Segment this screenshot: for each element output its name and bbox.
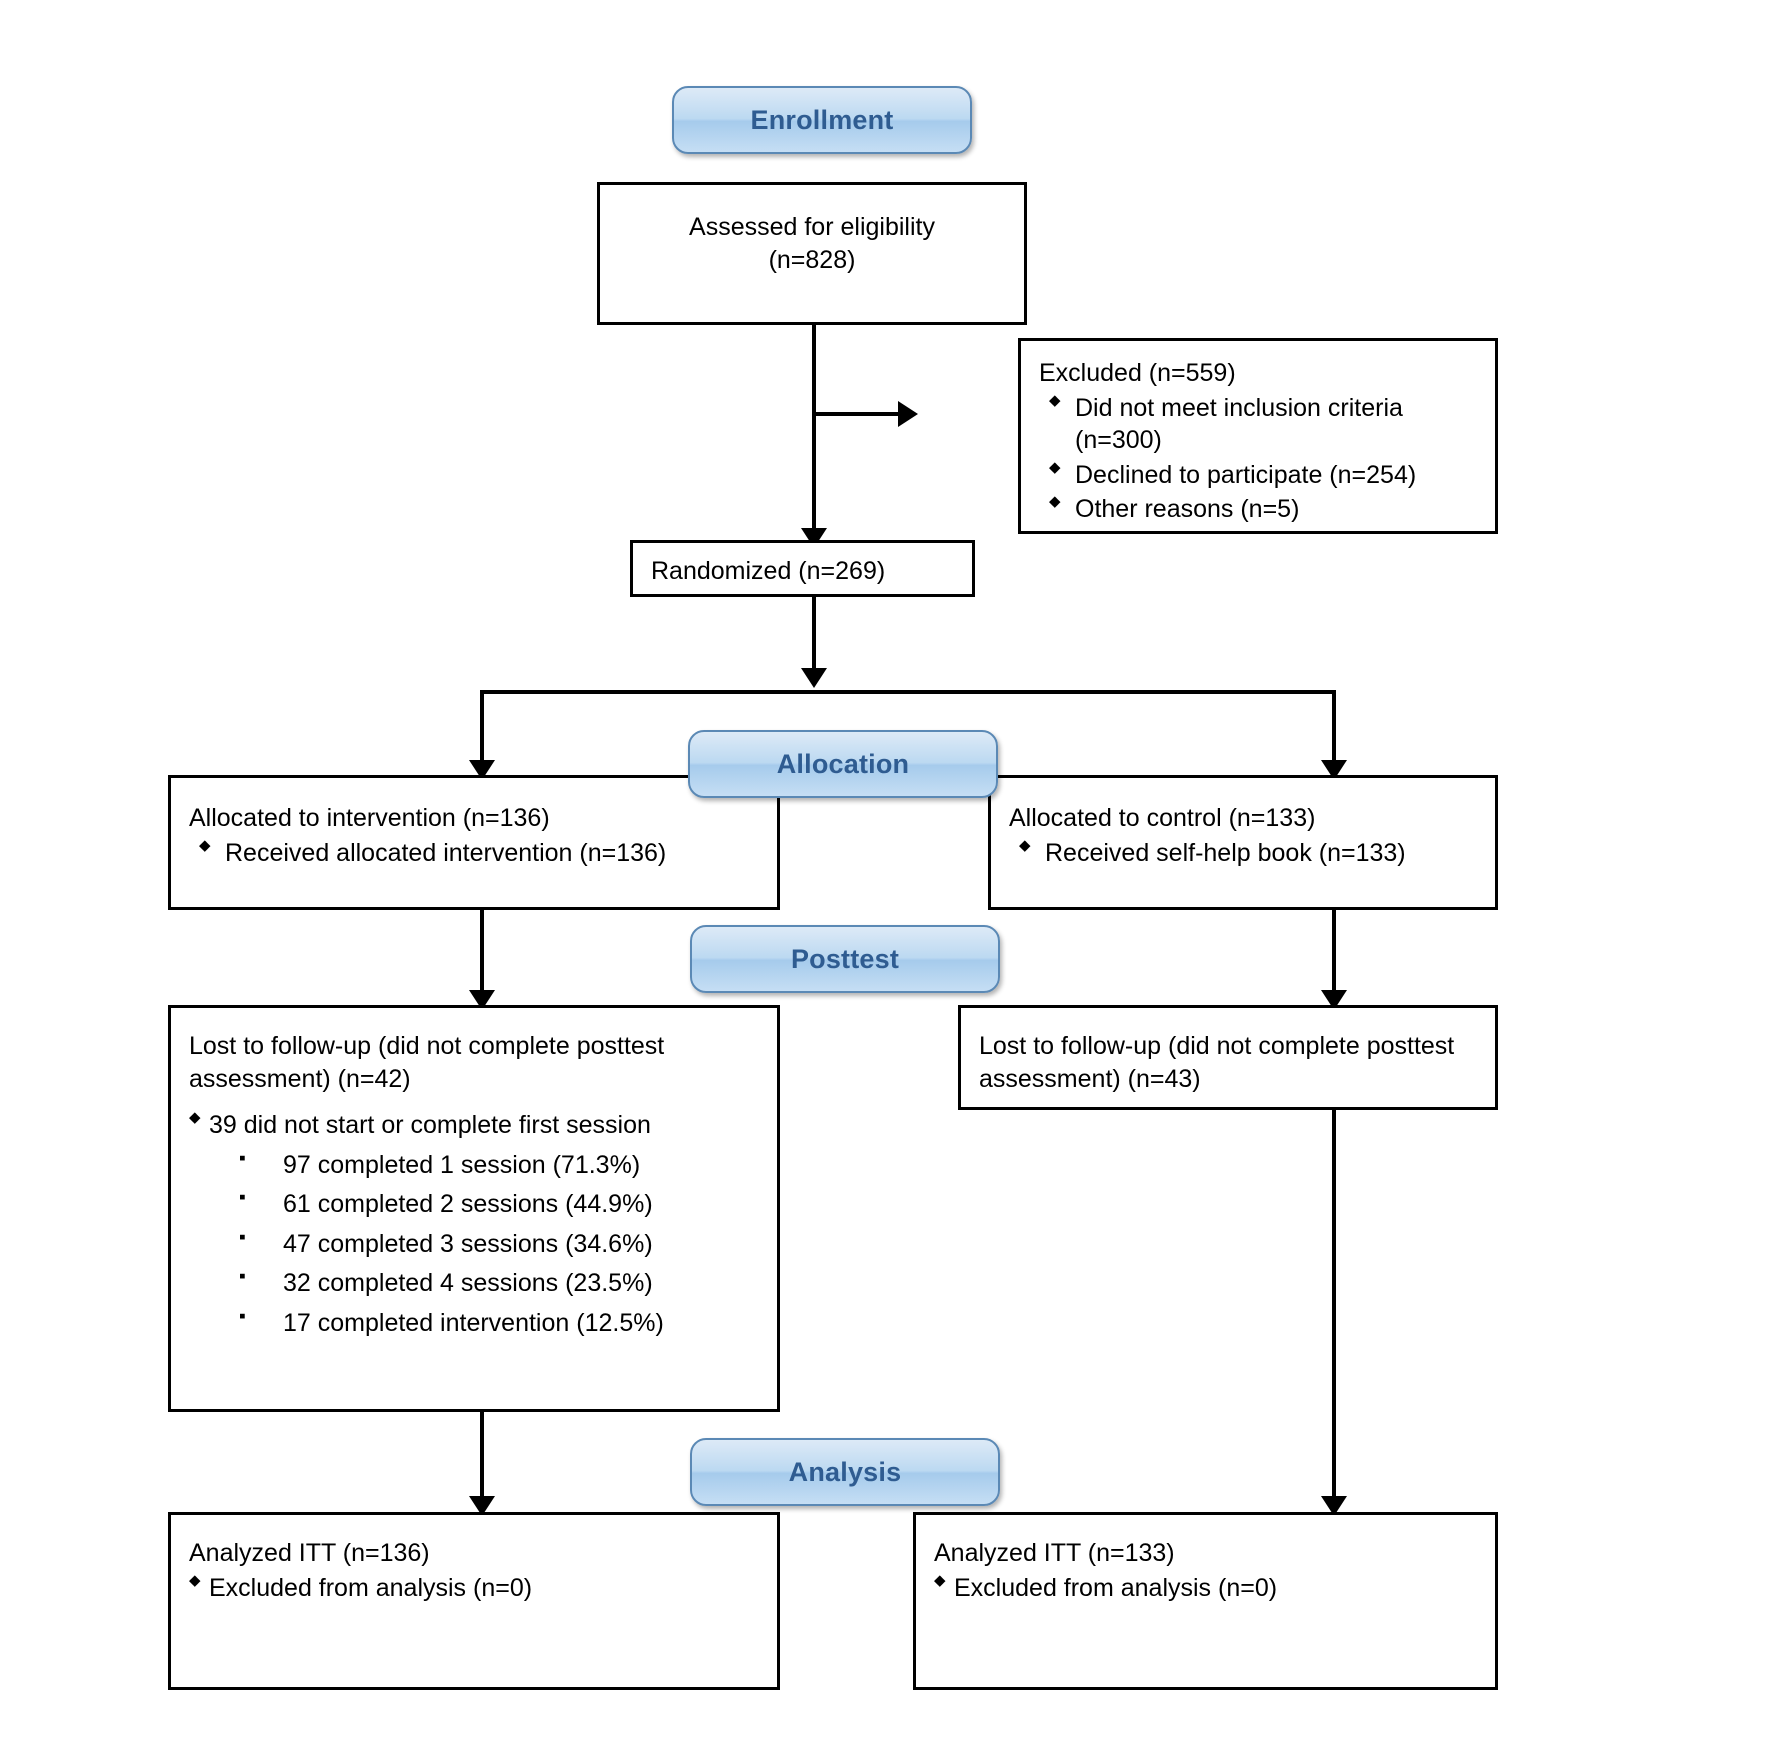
connector-randomized-down: [812, 597, 816, 681]
list-item: Did not meet inclusion criteria (n=300): [1039, 391, 1477, 457]
alloc-intervention-list: Received allocated intervention (n=136): [189, 836, 759, 870]
box-excluded: Excluded (n=559) Did not meet inclusion …: [1018, 338, 1498, 534]
analysis-intervention-list: Excluded from analysis (n=0): [189, 1571, 759, 1605]
list-item: 61 completed 2 sessions (44.9%): [225, 1186, 759, 1221]
box-analysis-intervention: Analyzed ITT (n=136) Excluded from analy…: [168, 1512, 780, 1690]
posttest-intervention-session-list: 97 completed 1 session (71.3%) 61 comple…: [225, 1147, 759, 1340]
box-assessed-for-eligibility: Assessed for eligibility (n=828): [597, 182, 1027, 325]
randomized-label: Randomized (n=269): [651, 557, 886, 585]
analysis-intervention-heading: Analyzed ITT (n=136): [189, 1539, 430, 1567]
alloc-intervention-heading: Allocated to intervention (n=136): [189, 804, 550, 832]
stage-banner-allocation: Allocation: [688, 730, 998, 798]
arrowhead-randomized-split: [801, 668, 827, 688]
connector-posttest-to-analysis-right: [1332, 1110, 1336, 1512]
connector-split-left: [480, 690, 484, 775]
box-randomized: Randomized (n=269): [630, 540, 975, 597]
box-posttest-control: Lost to follow-up (did not complete post…: [958, 1005, 1498, 1110]
connector-assessed-to-excluded: [812, 412, 910, 416]
box-allocated-control: Allocated to control (n=133) Received se…: [988, 775, 1498, 910]
connector-alloc-to-posttest-left: [480, 910, 484, 1005]
excluded-reason-list: Did not meet inclusion criteria (n=300) …: [1039, 391, 1477, 526]
alloc-control-heading: Allocated to control (n=133): [1009, 804, 1316, 832]
arrowhead-excluded: [898, 401, 918, 427]
connector-split-horizontal: [480, 690, 1336, 694]
posttest-intervention-heading: Lost to follow-up (did not complete post…: [189, 1032, 665, 1093]
posttest-control-heading: Lost to follow-up (did not complete post…: [979, 1032, 1455, 1093]
list-item: 17 completed intervention (12.5%): [225, 1305, 759, 1340]
list-item: Other reasons (n=5): [1039, 492, 1477, 526]
list-item: 32 completed 4 sessions (23.5%): [225, 1265, 759, 1300]
list-item: Received self-help book (n=133): [1009, 836, 1477, 870]
list-item: Excluded from analysis (n=0): [189, 1571, 759, 1605]
list-item: 97 completed 1 session (71.3%): [225, 1147, 759, 1182]
posttest-intervention-list: 39 did not start or complete first sessi…: [189, 1108, 759, 1142]
stage-banner-posttest: Posttest: [690, 925, 1000, 993]
connector-split-right: [1332, 690, 1336, 775]
list-item: 39 did not start or complete first sessi…: [189, 1108, 759, 1142]
connector-assessed-to-randomized: [812, 325, 816, 540]
stage-banner-posttest-label: Posttest: [790, 943, 900, 974]
stage-banner-enrollment: Enrollment: [672, 86, 972, 154]
list-item: Received allocated intervention (n=136): [189, 836, 759, 870]
list-item: 47 completed 3 sessions (34.6%): [225, 1226, 759, 1261]
analysis-control-heading: Analyzed ITT (n=133): [934, 1539, 1175, 1567]
connector-alloc-to-posttest-right: [1332, 910, 1336, 1005]
alloc-control-list: Received self-help book (n=133): [1009, 836, 1477, 870]
arrowhead-analysis-intervention: [469, 1496, 495, 1516]
assessed-line-1: Assessed for eligibility: [689, 213, 935, 241]
excluded-heading: Excluded (n=559): [1039, 359, 1236, 387]
analysis-control-list: Excluded from analysis (n=0): [934, 1571, 1477, 1605]
box-posttest-intervention: Lost to follow-up (did not complete post…: [168, 1005, 780, 1412]
stage-banner-analysis-label: Analysis: [788, 1456, 902, 1487]
stage-banner-analysis: Analysis: [690, 1438, 1000, 1506]
arrowhead-analysis-control: [1321, 1496, 1347, 1516]
list-item: Excluded from analysis (n=0): [934, 1571, 1477, 1605]
list-item: Declined to participate (n=254): [1039, 458, 1477, 492]
box-analysis-control: Analyzed ITT (n=133) Excluded from analy…: [913, 1512, 1498, 1690]
box-allocated-intervention: Allocated to intervention (n=136) Receiv…: [168, 775, 780, 910]
stage-banner-enrollment-label: Enrollment: [750, 104, 894, 135]
connector-posttest-to-analysis-left: [480, 1412, 484, 1512]
assessed-line-2: (n=828): [768, 245, 856, 274]
stage-banner-allocation-label: Allocation: [776, 748, 910, 779]
